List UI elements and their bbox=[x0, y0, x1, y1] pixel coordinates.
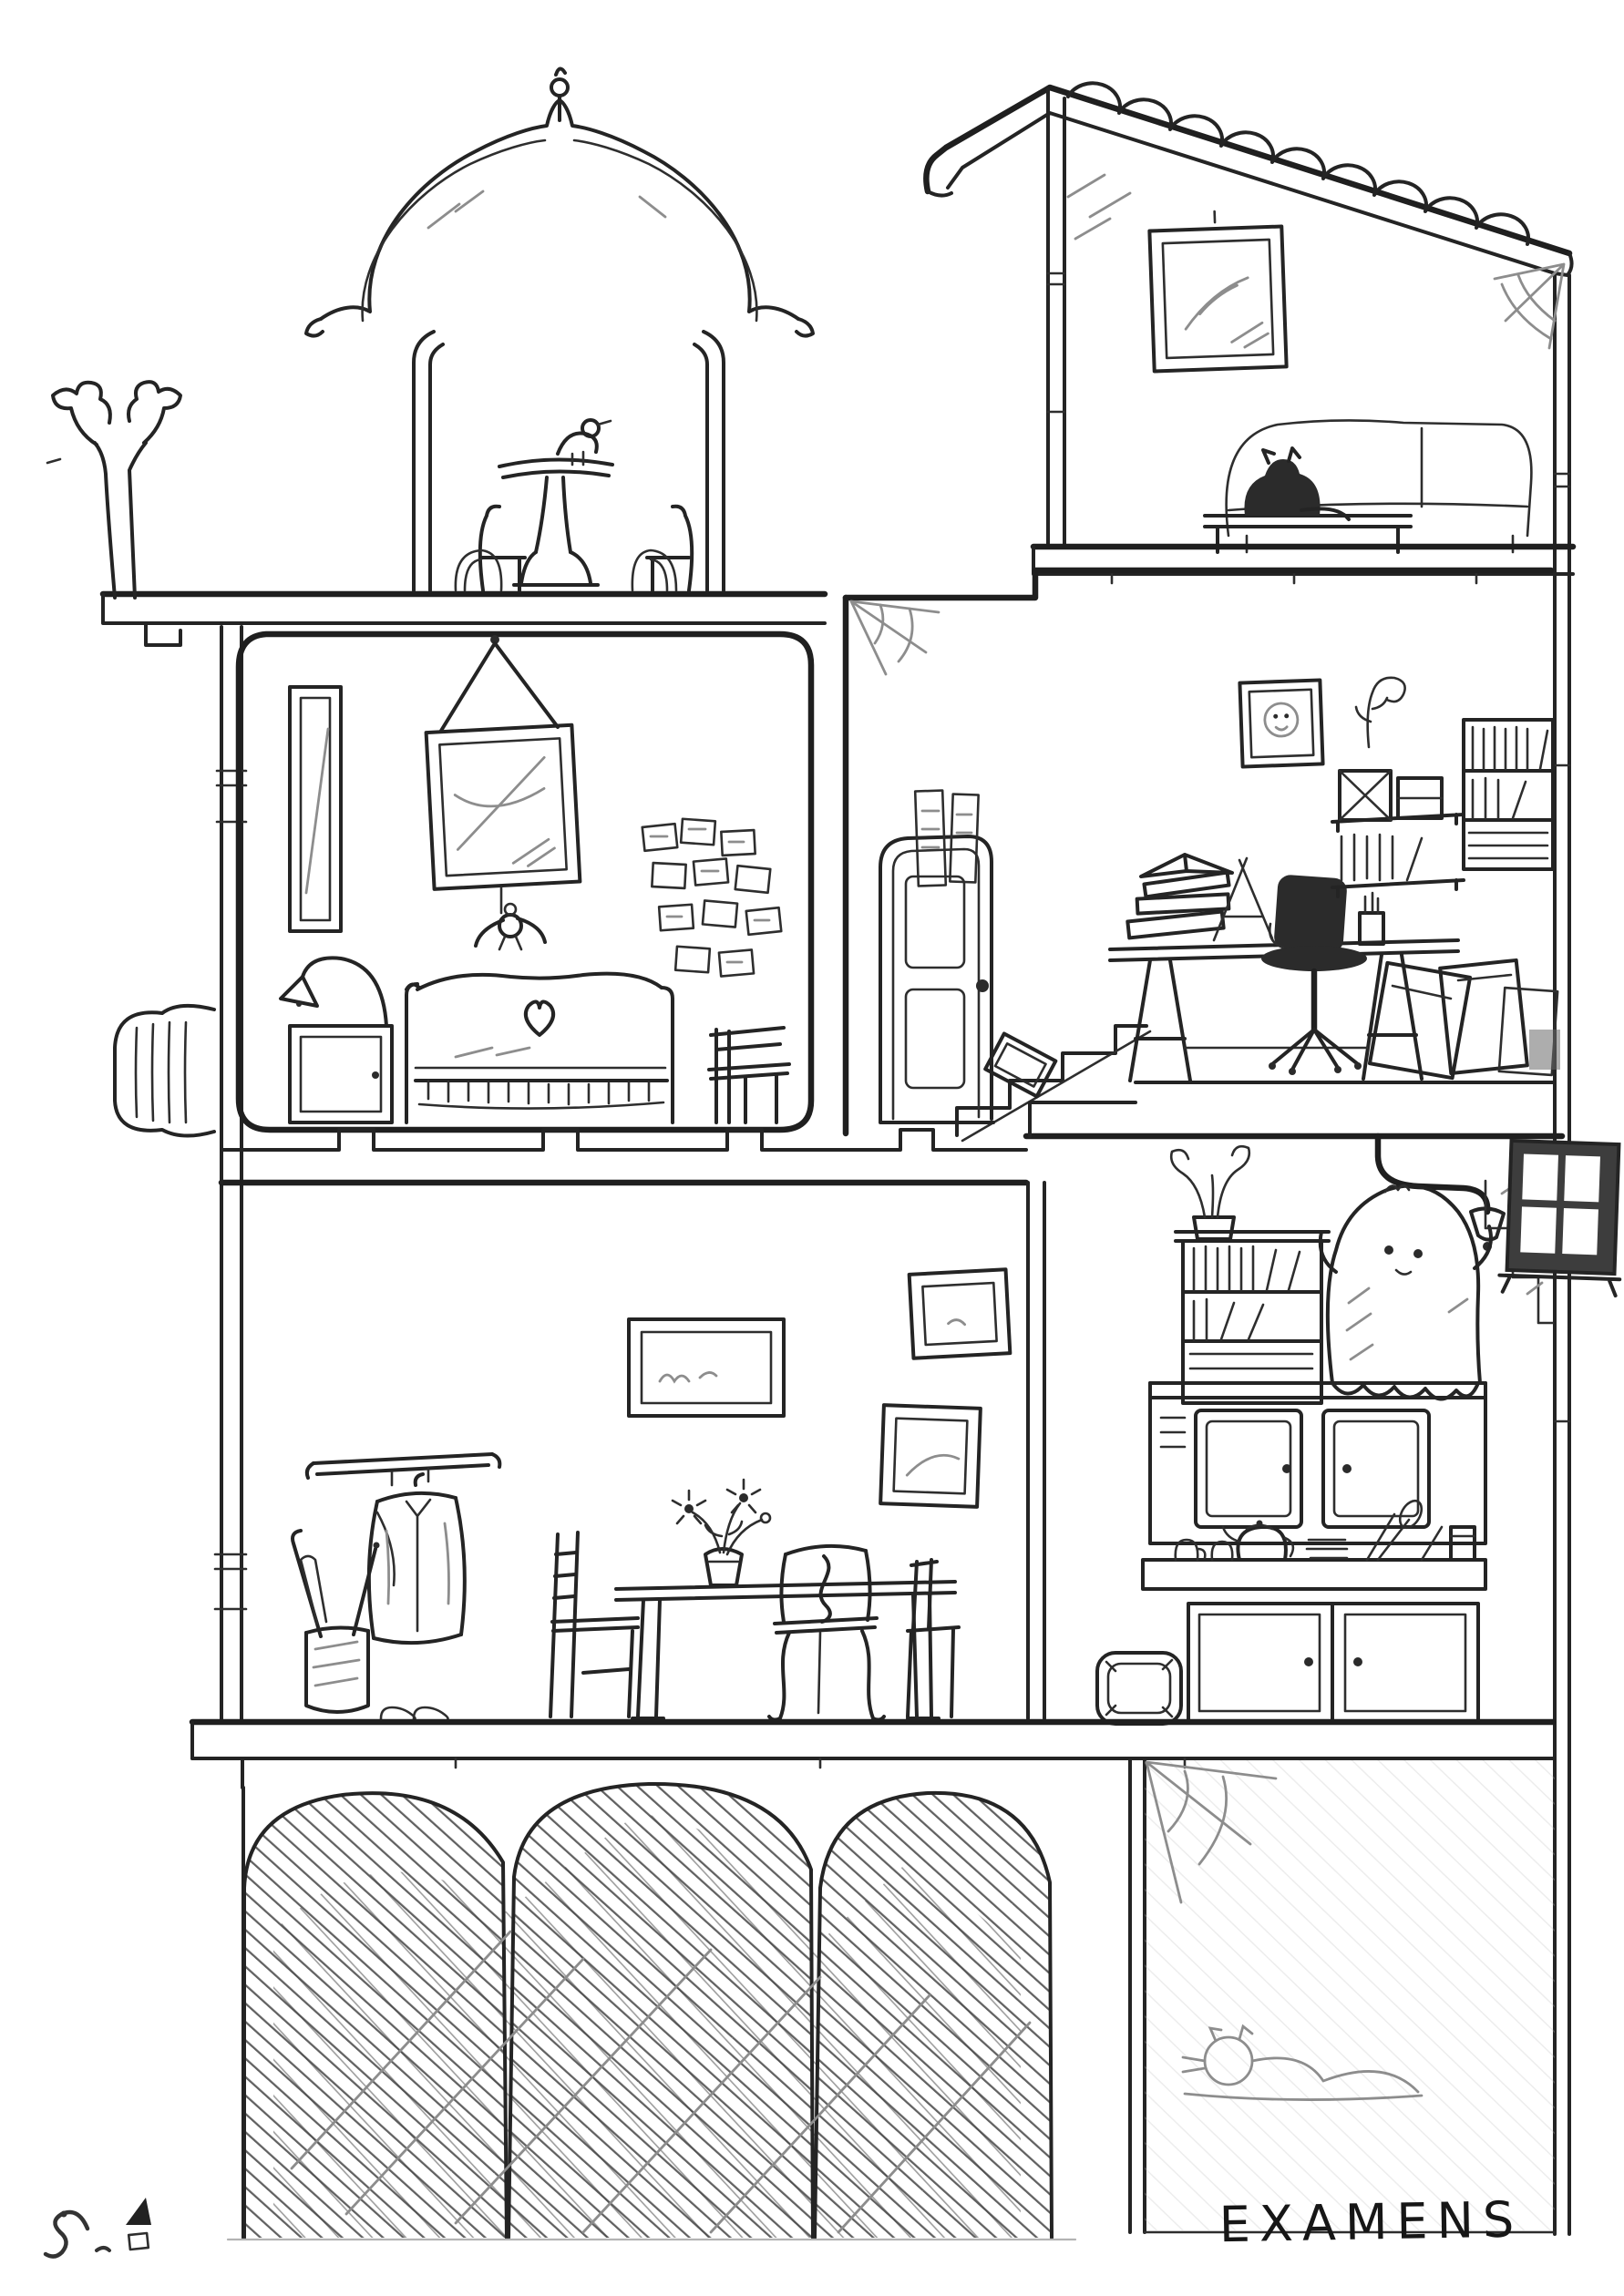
bedroom-mirror bbox=[288, 685, 343, 933]
wall-certificates bbox=[913, 789, 980, 887]
study-bookshelf bbox=[1462, 718, 1555, 871]
pagoda-roof bbox=[304, 67, 815, 338]
hanging-picture bbox=[424, 635, 582, 891]
flower-vase bbox=[671, 1478, 772, 1587]
spider-web-cellar bbox=[1145, 1760, 1278, 1904]
bird-on-table bbox=[556, 418, 612, 466]
study-door bbox=[879, 835, 995, 1124]
nightstand-lamp bbox=[279, 956, 394, 1124]
sticky-notes-wall bbox=[641, 817, 783, 978]
leaning-files bbox=[1367, 958, 1560, 1081]
bed bbox=[405, 971, 674, 1124]
faint-cat-sketch bbox=[1181, 2024, 1424, 2101]
hall-picture-1 bbox=[627, 1317, 786, 1418]
pagoda-columns bbox=[412, 330, 725, 592]
pen-cup bbox=[1358, 891, 1385, 946]
left-console-bracket bbox=[113, 1003, 216, 1138]
hallway-dining bbox=[291, 1181, 1046, 1724]
ladder-chair bbox=[549, 1531, 640, 1718]
fancy-chair bbox=[767, 1543, 886, 1722]
wall-shelves bbox=[1331, 769, 1465, 898]
portrait-frame bbox=[1238, 678, 1325, 769]
kitchen-plant bbox=[1169, 1144, 1251, 1241]
study bbox=[842, 567, 1566, 1143]
kitchen bbox=[1095, 1133, 1622, 1726]
bedroom-chair bbox=[707, 1026, 791, 1124]
hall-picture-2 bbox=[907, 1267, 1012, 1360]
attic-lounge bbox=[923, 81, 1574, 2236]
heart-carving bbox=[524, 999, 555, 1037]
dining-table bbox=[614, 1580, 957, 1720]
side-chair bbox=[906, 1558, 961, 1718]
door-knob bbox=[976, 979, 989, 992]
caption-examens: EXAMENS bbox=[1218, 2190, 1523, 2253]
exterior-window bbox=[1497, 1138, 1622, 1298]
coat-rack bbox=[304, 1452, 502, 1645]
fallen-frame bbox=[983, 1031, 1058, 1099]
upper-platform bbox=[99, 590, 828, 647]
bedroom-outline bbox=[235, 630, 815, 1133]
office-chair bbox=[1261, 875, 1367, 1075]
cellar-right-room bbox=[1128, 1757, 1557, 2234]
hanging-bird-mobile bbox=[474, 886, 547, 951]
floor-cushion bbox=[1095, 1651, 1183, 1726]
artist-signature bbox=[43, 2198, 151, 2259]
attic-floor bbox=[1030, 543, 1577, 585]
roof-scallop-crest bbox=[1066, 81, 1530, 246]
rooftop-pagoda bbox=[304, 67, 815, 592]
basement-ceiling bbox=[189, 1718, 1557, 1789]
cat-on-bench bbox=[1244, 446, 1351, 521]
cellar-mounds bbox=[226, 1781, 1077, 2241]
study-outline bbox=[842, 567, 1555, 601]
umbrella-stand bbox=[291, 1529, 380, 1714]
kitchen-counter bbox=[1148, 1381, 1487, 1545]
hall-ceiling-band bbox=[218, 1128, 1030, 1186]
books-on-desk bbox=[1125, 853, 1274, 942]
attic-roof bbox=[923, 81, 1574, 277]
mid-right-floor bbox=[1028, 1101, 1137, 1138]
attic-picture-frame bbox=[1147, 210, 1289, 374]
curly-hook-plant bbox=[1354, 676, 1406, 749]
spider-web-study bbox=[849, 600, 940, 676]
kitchen-lower-cabinets bbox=[1187, 1602, 1480, 1724]
hall-picture-3 bbox=[879, 1403, 982, 1509]
spider-web-attic bbox=[1493, 262, 1566, 350]
kitchen-shelf-unit bbox=[1174, 1230, 1331, 1405]
pagoda-finial bbox=[550, 77, 570, 97]
pagoda-chairs bbox=[454, 504, 694, 592]
bare-tree bbox=[46, 380, 182, 600]
bedroom bbox=[235, 630, 815, 1133]
pagoda-table bbox=[498, 457, 614, 587]
kitchen-lower-shelf bbox=[1141, 1499, 1487, 1591]
ghost-figure bbox=[1318, 1184, 1493, 1401]
